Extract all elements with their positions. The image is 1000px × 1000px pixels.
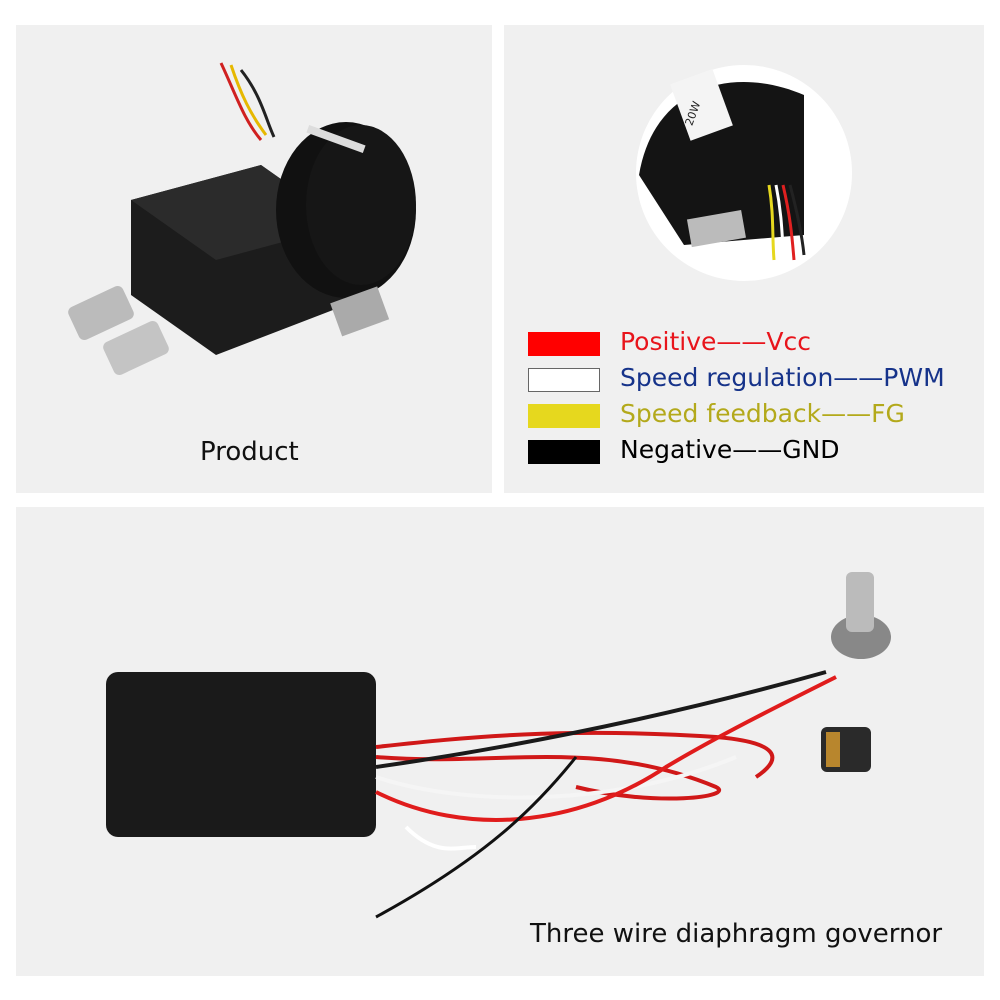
governor-caption: Three wire diaphragm governor	[530, 919, 943, 949]
product-caption: Product	[200, 437, 299, 467]
diaphragm-pump-image	[68, 62, 416, 376]
product-panel: Product	[16, 25, 492, 493]
yellow-wire-swatch	[528, 404, 600, 428]
wiring-panel: 20W Positive——Vcc Speed regulation——PWM …	[504, 25, 984, 493]
red-wire-swatch	[528, 332, 600, 356]
pump-wire-closeup-image: 20W	[636, 65, 852, 281]
governor-panel: Three wire diaphragm governor	[16, 507, 984, 976]
white-wire-swatch	[528, 368, 600, 392]
speed-governor-image	[106, 572, 891, 919]
black-wire-swatch	[528, 440, 600, 464]
